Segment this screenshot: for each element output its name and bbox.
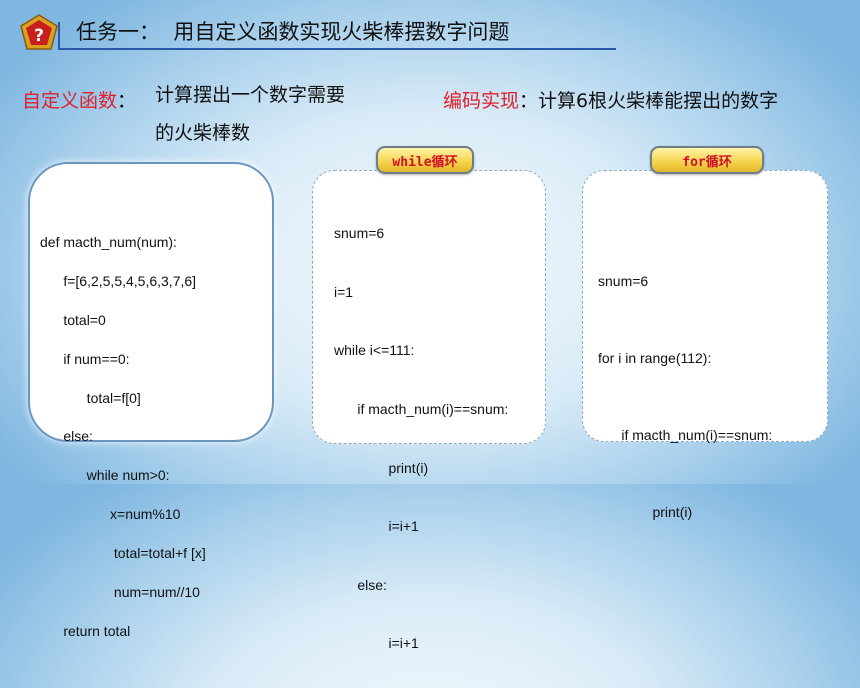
implementation-heading: 编码实现：计算6根火柴棒能摆出的数字 (443, 86, 778, 113)
code-line: def macth_num(num): (40, 234, 177, 251)
code-line: while i<=111: (334, 342, 415, 359)
custom-function-label: 自定义函数 (22, 90, 118, 112)
svg-text:?: ? (34, 26, 44, 46)
code-line: f=[6,2,5,5,4,5,6,3,7,6] (40, 273, 197, 290)
code-line: snum=6 (334, 225, 385, 242)
for-code: snum=6 for i in range(112): if macth_num… (598, 223, 772, 570)
code-line: num=num//10 (40, 583, 200, 600)
code-line: x=num%10 (40, 506, 181, 523)
while-loop-tag: while循环 (376, 146, 474, 174)
for-code-box (582, 170, 828, 442)
page-title: 任务一： 用自定义函数实现火柴棒摆数字问题 (76, 20, 510, 44)
function-code: def macth_num(num): f=[6,2,5,5,4,5,6,3,7… (40, 214, 206, 660)
code-line: if macth_num(i)==snum: (334, 401, 509, 418)
while-code: snum=6 i=1 while i<=111: if macth_num(i)… (334, 190, 508, 688)
code-line: return total (40, 622, 131, 639)
implementation-label: 编码实现 (443, 90, 520, 112)
code-line: i=i+1 (334, 635, 419, 652)
implementation-colon: ： (519, 90, 539, 112)
custom-function-desc-line1: 计算摆出一个数字需要 (155, 84, 346, 106)
code-line: while num>0: (40, 467, 170, 484)
while-code-box (312, 170, 546, 444)
code-line: snum=6 (598, 272, 649, 289)
function-code-box (28, 162, 274, 442)
code-line: if num==0: (40, 350, 130, 367)
implementation-desc: 计算6根火柴棒能摆出的数字 (538, 90, 779, 112)
code-line: print(i) (334, 459, 429, 476)
custom-function-desc-line2: 的火柴棒数 (155, 122, 251, 144)
custom-function-colon: ： (117, 90, 137, 112)
title-underline (58, 48, 616, 50)
code-line: total=total+f [x] (40, 544, 206, 561)
code-line: else: (334, 576, 387, 593)
code-line: i=i+1 (334, 518, 419, 535)
code-line: total=0 (40, 312, 106, 329)
code-line: for i in range(112): (598, 349, 712, 366)
code-line: print(i) (598, 503, 693, 520)
code-line: total=f[0] (40, 389, 141, 406)
custom-function-heading: 自定义函数： (22, 86, 136, 113)
code-line: else: (40, 428, 93, 445)
for-loop-tag: for循环 (650, 146, 764, 174)
code-line: if macth_num(i)==snum: (598, 426, 773, 443)
question-mark-icon: ? (20, 14, 58, 50)
title-divider (58, 22, 60, 49)
code-line: i=1 (334, 283, 354, 300)
